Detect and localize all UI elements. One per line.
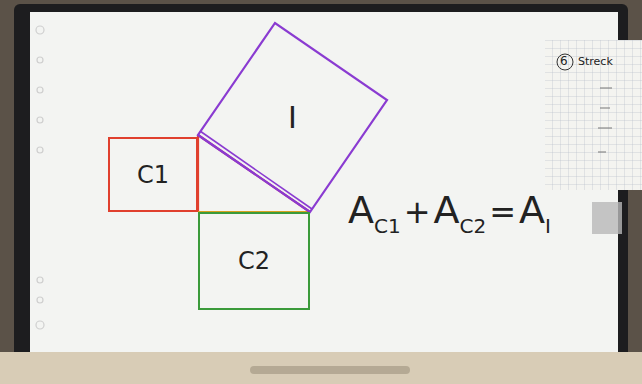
subscript: I [545, 214, 551, 238]
area-symbol: A [434, 188, 460, 232]
operator: + [404, 193, 431, 231]
area-symbol: A [519, 188, 545, 232]
leg-square: C2 [198, 212, 310, 310]
subscript: C1 [374, 214, 401, 238]
square-label: C1 [137, 161, 169, 189]
operator: = [489, 193, 516, 231]
leg-square: C1 [108, 137, 198, 212]
area-symbol: A [348, 188, 374, 232]
subscript: C2 [460, 214, 487, 238]
worksheet-heading: Streck [578, 55, 613, 68]
area-formula: AC1+AC2=AI [348, 188, 551, 232]
square-label: C2 [238, 247, 270, 275]
exercise-number: 6 [560, 54, 568, 68]
hypotenuse-square: I [198, 23, 387, 212]
square-label: I [288, 100, 297, 135]
